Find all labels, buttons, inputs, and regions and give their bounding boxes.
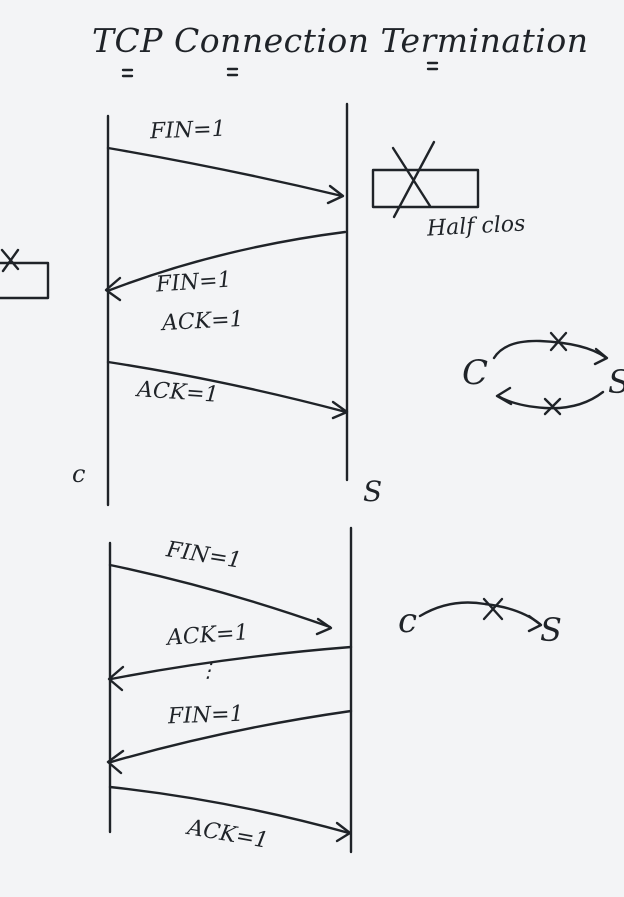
sketch-upper-arc-bottom <box>496 390 605 410</box>
left-edge-box <box>0 261 50 300</box>
title-underline-mark <box>426 61 439 71</box>
half-close-note: Half clos <box>426 211 526 242</box>
lower-msg-label: ACK=1 <box>166 620 250 651</box>
sketch-upper-arc-bottom-cross <box>543 397 562 416</box>
upper-fin-ack-arrow <box>108 230 347 292</box>
lower-fin-arrowhead <box>315 617 333 636</box>
upper-msg-label: ACK=1 <box>161 306 245 337</box>
lower-ack2-arrow <box>108 785 351 835</box>
upper-fin-ack-arrowhead <box>104 276 122 302</box>
lower-ack2-arrowhead <box>335 821 352 843</box>
sketch-lower-server: S <box>540 611 562 649</box>
upper-msg-label: FIN=1 <box>149 116 227 145</box>
client-label: c <box>72 460 86 488</box>
upper-msg-label: FIN=1 <box>155 267 233 298</box>
page-title: TCP Connection Termination <box>92 21 589 60</box>
sketch-lower-arc-cross <box>482 597 504 621</box>
sketch-upper-arc-bottom-head <box>495 386 513 406</box>
lower-ack-arrow <box>109 645 353 681</box>
sketch-lower-arc <box>418 601 542 626</box>
sketch-upper-arc-top-head <box>593 347 609 366</box>
upper-fin-arrowhead <box>326 184 345 205</box>
lower-fin2-arrowhead <box>106 749 125 775</box>
left-edge-cross <box>0 248 20 273</box>
sketch-upper-arc-top-cross <box>549 331 568 352</box>
sketch-upper-client: C <box>462 353 489 393</box>
upper-ack-arrowhead <box>331 400 349 420</box>
lower-msg-label: FIN=1 <box>167 701 245 730</box>
upper-fin-arrow <box>106 146 344 198</box>
half-close-cross <box>391 140 436 219</box>
sketch-upper-arc-top <box>492 339 607 360</box>
half-close-box <box>371 168 480 209</box>
lower-ack-arrowhead <box>107 665 125 692</box>
lower-fin2-arrow <box>109 709 353 764</box>
lower-fin-arrow <box>108 563 332 629</box>
sketch-upper-server: S <box>608 366 624 398</box>
sketch-lower-client: c <box>398 601 418 641</box>
sketch-lower-arc-head <box>527 614 543 633</box>
lower-ellipsis: ⋮ <box>198 658 218 682</box>
upper-msg-label: ACK=1 <box>136 377 220 408</box>
title-underline-mark <box>121 68 134 78</box>
server-label: S <box>363 475 383 508</box>
upper-ack-arrow <box>106 360 348 414</box>
title-underline-mark <box>226 67 239 77</box>
